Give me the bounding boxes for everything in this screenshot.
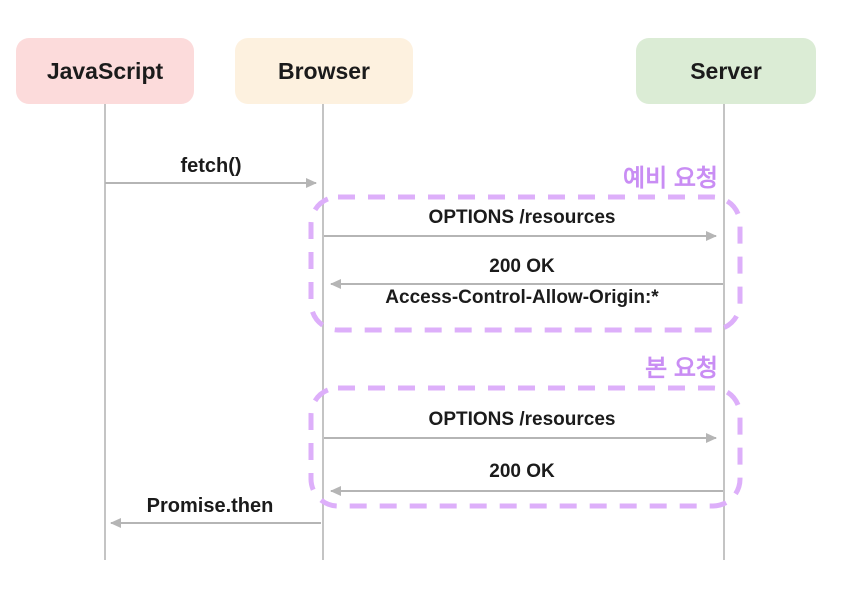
actor-javascript: JavaScript [16,38,194,104]
actor-browser-label: Browser [277,57,371,84]
group-main-request-label: 본 요청 [645,355,718,382]
message-options-preflight-label: OPTIONS /resources [428,207,616,228]
group-box-main-request [308,385,743,509]
message-promise-then-label: Promise.then [146,495,274,517]
actor-javascript-label: JavaScript [46,57,164,84]
actor-server: Server [636,38,816,104]
message-options-main-label: OPTIONS /resources [428,409,616,430]
actor-server-label: Server [690,57,762,84]
message-200ok-preflight-label: 200 OK [489,256,555,277]
group-box-preflight-request [308,194,743,333]
group-preflight-label: 예비 요청 [623,165,718,192]
message-fetch-label: fetch() [180,155,242,177]
message-200ok-main-label: 200 OK [489,461,555,482]
actor-browser: Browser [235,38,413,104]
message-acao-header-label: Access-Control-Allow-Origin:* [385,287,659,308]
